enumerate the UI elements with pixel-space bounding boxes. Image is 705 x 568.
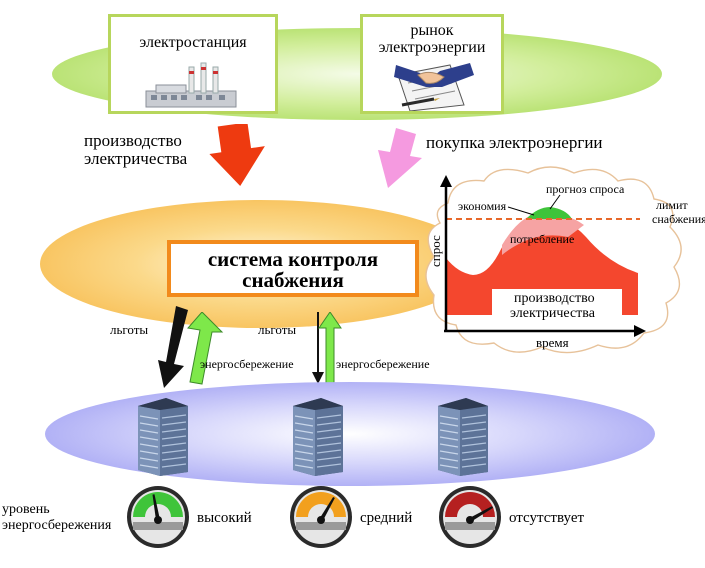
consumption-label: потребление xyxy=(510,232,574,246)
saving-level-label: высокий xyxy=(197,510,252,526)
economy-area xyxy=(526,207,572,219)
saving-level-label: средний xyxy=(360,510,413,526)
purchase-label: покупка электроэнергии xyxy=(426,133,603,152)
control-system-title: система контроля снабжения xyxy=(207,247,379,292)
power-station-card: электростанция xyxy=(108,14,278,114)
control-system-box: система контроля снабжения xyxy=(167,240,419,297)
saving-level-label: отсутствует xyxy=(509,510,585,526)
handshake-contract-icon xyxy=(394,63,474,111)
production-label: производство электричества xyxy=(84,131,188,168)
power-plant-icon xyxy=(145,62,237,108)
production-graph-label-1: производство xyxy=(514,291,595,306)
production-arrow xyxy=(209,124,265,186)
saving-gauge-icon xyxy=(288,484,354,555)
left-benefits-label: льготы xyxy=(110,322,149,337)
right-benefits-arrow xyxy=(312,312,324,384)
left-saving-arrow xyxy=(187,312,224,385)
energy-market-label: рынок электроэнергии xyxy=(378,22,486,56)
saving-level-title: уровень энергосбережения xyxy=(2,502,112,533)
purchase-arrow xyxy=(378,128,422,188)
energy-market-card: рынок электроэнергии xyxy=(360,14,504,114)
forecast-label: прогноз спроса xyxy=(546,182,625,196)
right-benefits-label: льготы xyxy=(258,322,297,337)
production-graph-label-2: электричества xyxy=(510,306,596,321)
right-saving-label: энергосбережение xyxy=(336,357,430,371)
office-building-icon xyxy=(430,396,496,481)
right-saving-arrow xyxy=(318,312,342,385)
x-axis-label: время xyxy=(536,335,569,350)
limit-label-2: снабжения xyxy=(652,212,705,226)
office-building-icon xyxy=(285,396,351,481)
demand-graph: прогноз спроса экономия потребление прои… xyxy=(425,166,705,354)
consumption-area xyxy=(502,213,584,255)
left-benefits-arrow xyxy=(158,306,188,388)
saving-gauge-icon xyxy=(437,484,503,555)
office-building-icon xyxy=(130,396,196,481)
production-label-bg xyxy=(492,289,622,319)
y-axis-label: спрос xyxy=(428,235,443,267)
left-saving-label: энергосбережение xyxy=(200,357,294,371)
economy-label: экономия xyxy=(458,199,507,213)
power-station-label: электростанция xyxy=(139,34,247,51)
limit-label-1: лимит xyxy=(656,198,688,212)
saving-gauge-icon xyxy=(125,484,191,555)
